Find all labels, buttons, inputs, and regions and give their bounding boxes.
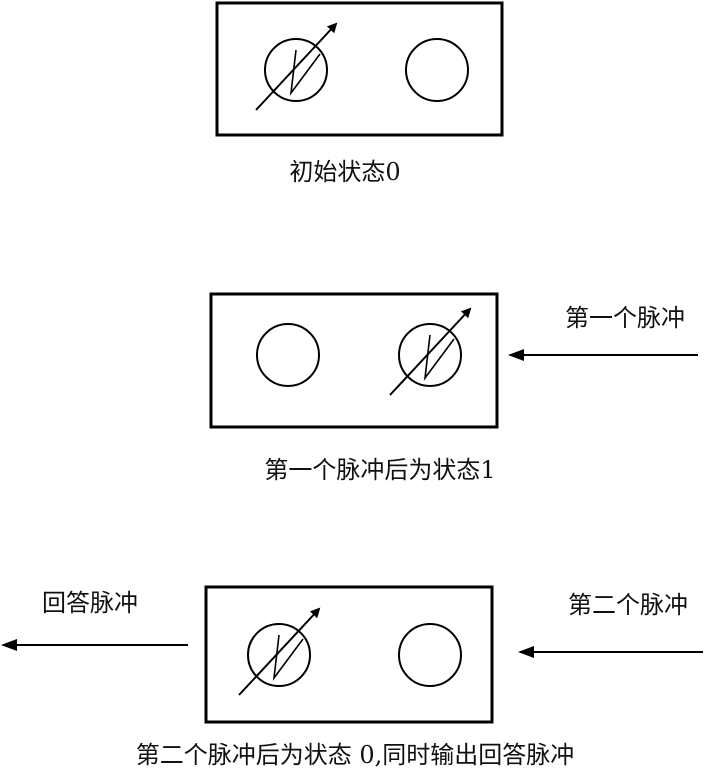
state-0-caption: 初始状态0 [289, 158, 400, 186]
input-pulse-2-label: 第二个脉冲 [568, 591, 688, 619]
unlit-lamp-icon [256, 323, 320, 387]
lit-lamp-icon [255, 22, 338, 111]
output-pulse-label: 回答脉冲 [42, 589, 138, 617]
state-2-caption: 第二个脉冲后为状态 0,同时输出回答脉冲 [136, 741, 575, 769]
lit-lamp-icon [238, 607, 321, 696]
lit-lamp-icon [389, 307, 472, 396]
state-0-box [215, 1, 504, 137]
state-1-box [209, 292, 499, 429]
input-pulse-1-label: 第一个脉冲 [565, 304, 685, 332]
unlit-lamp-icon [398, 623, 462, 687]
state-1-caption: 第一个脉冲后为状态1 [264, 456, 495, 484]
unlit-lamp-icon [405, 38, 469, 102]
state-0-return-box [204, 585, 494, 724]
